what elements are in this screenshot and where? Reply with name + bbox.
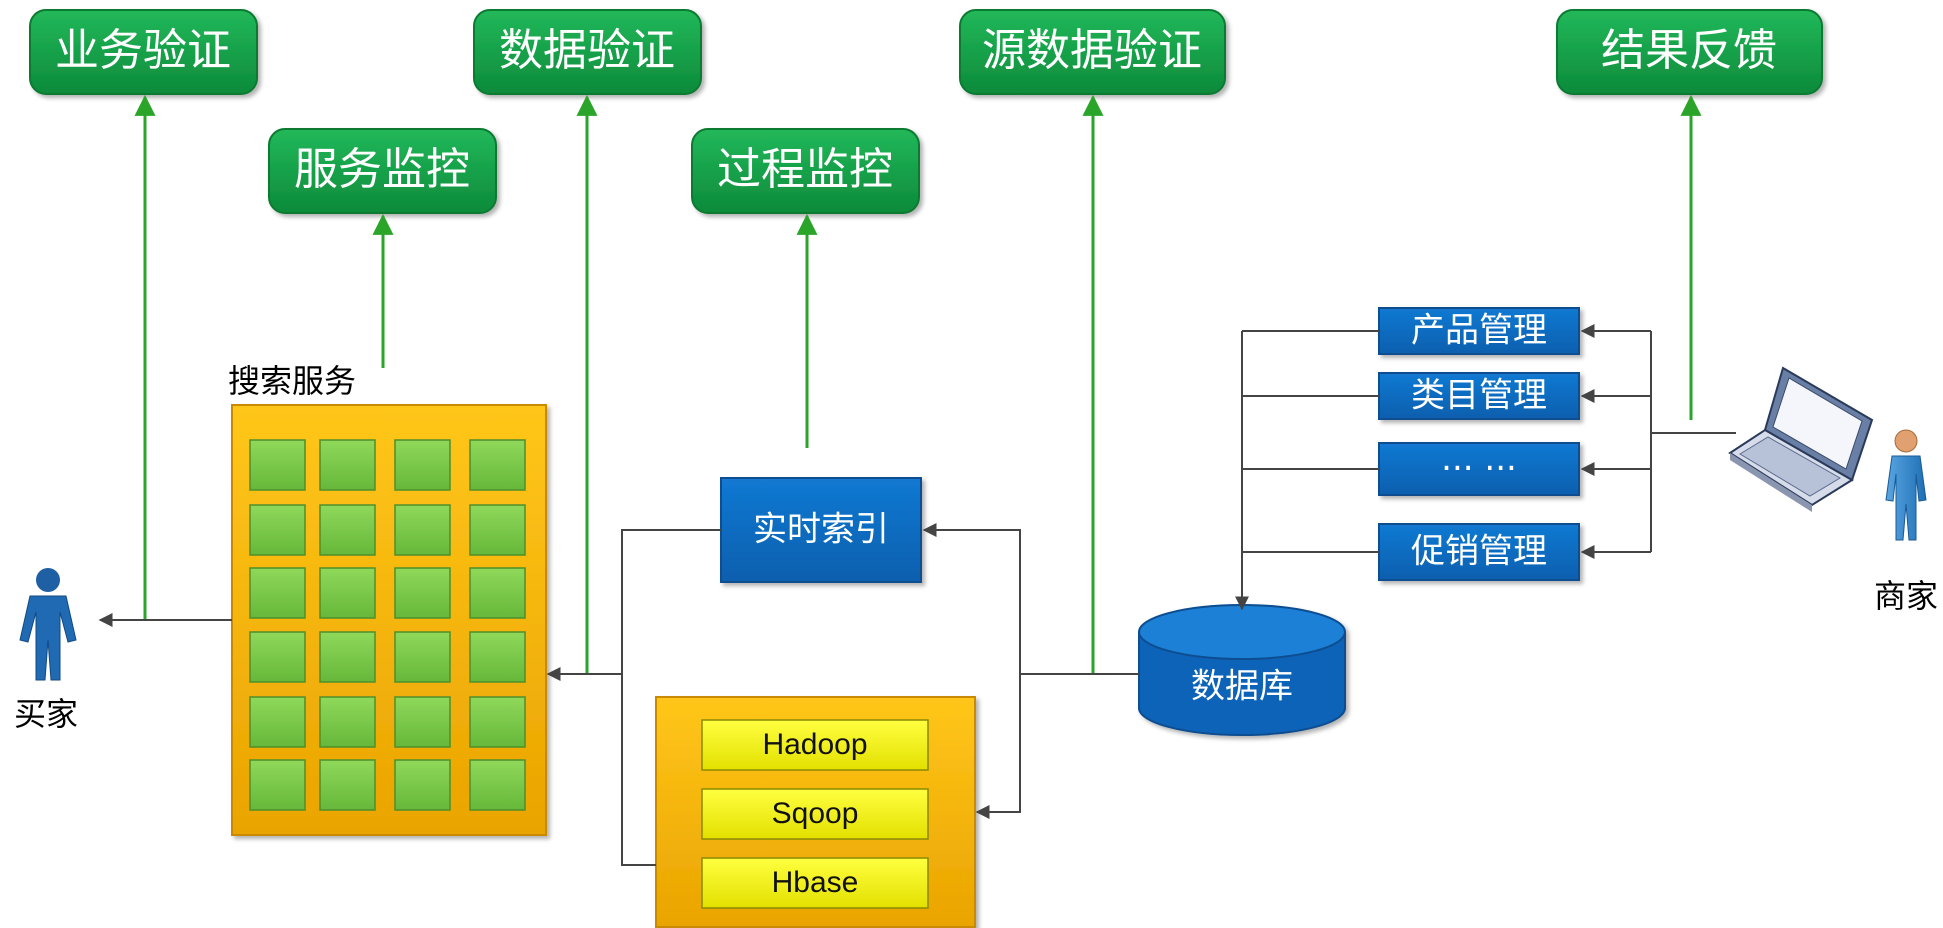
grid-cell: [319, 567, 376, 619]
mgmt-promotion-box: 促销管理: [1378, 523, 1580, 581]
search-service-label: 搜索服务: [228, 362, 356, 400]
grid-cell: [249, 631, 306, 683]
grid-cell: [394, 759, 451, 811]
grid-cell: [249, 439, 306, 491]
arrow-db-to-realtime-index: [922, 523, 1139, 675]
loop-bus: [621, 529, 721, 866]
data-validation-label: 数据验证: [499, 25, 675, 76]
database-cylinder: [1138, 604, 1346, 736]
grid-cell: [469, 504, 526, 556]
mgmt-promotion-label: 促销管理: [1411, 532, 1547, 572]
grid-cell: [469, 439, 526, 491]
laptop-icon: [1728, 366, 1874, 512]
realtime-index-label: 实时索引: [753, 510, 889, 550]
grid-cell: [249, 504, 306, 556]
stack-sqoop-label: Sqoop: [772, 797, 859, 830]
result-feedback-box: 结果反馈: [1556, 9, 1823, 95]
arrow-db-to-stack: [975, 674, 1021, 819]
stack-hadoop: Hadoop: [701, 719, 929, 771]
grid-cell: [249, 759, 306, 811]
grid-cell: [319, 759, 376, 811]
grid-cell: [319, 504, 376, 556]
grid-cell: [394, 631, 451, 683]
stack-sqoop: Sqoop: [701, 788, 929, 840]
stack-hadoop-label: Hadoop: [762, 728, 867, 761]
grid-cell: [394, 439, 451, 491]
grid-cell: [319, 631, 376, 683]
grid-cell: [249, 696, 306, 748]
mgmt-category-label: 类目管理: [1411, 376, 1547, 416]
stack-hbase: Hbase: [701, 857, 929, 909]
merchant-person-icon: [1885, 429, 1927, 541]
grid-cell: [469, 567, 526, 619]
business-validation-label: 业务验证: [55, 25, 231, 76]
grid-cell: [394, 567, 451, 619]
merchant-label: 商家: [1874, 577, 1938, 615]
dark-connectors: [98, 324, 1736, 866]
grid-cell: [469, 696, 526, 748]
grid-cell: [319, 696, 376, 748]
grid-cell: [249, 567, 306, 619]
grid-cell: [319, 439, 376, 491]
stack-hbase-label: Hbase: [772, 866, 859, 899]
green-arrows: [134, 94, 1702, 674]
result-feedback-label: 结果反馈: [1601, 25, 1777, 76]
realtime-index-box: 实时索引: [720, 477, 922, 583]
source-data-validation-box: 源数据验证: [959, 9, 1226, 95]
buyer-person-icon: [19, 568, 77, 681]
grid-cell: [469, 631, 526, 683]
source-data-validation-label: 源数据验证: [982, 25, 1202, 76]
buyer-label: 买家: [14, 695, 78, 733]
search-service-grid: [249, 439, 526, 811]
mgmt-product-label: 产品管理: [1411, 311, 1547, 351]
mgmt-ellipsis-label: ··· ···: [1441, 449, 1517, 489]
grid-cell: [394, 696, 451, 748]
service-monitor-box: 服务监控: [268, 128, 497, 214]
business-validation-box: 业务验证: [29, 9, 258, 95]
data-validation-box: 数据验证: [473, 9, 702, 95]
grid-cell: [469, 759, 526, 811]
mgmt-category-box: 类目管理: [1378, 372, 1580, 420]
process-monitor-box: 过程监控: [691, 128, 920, 214]
mgmt-product-box: 产品管理: [1378, 307, 1580, 355]
mgmt-ellipsis-box: ··· ···: [1378, 442, 1580, 496]
grid-cell: [394, 504, 451, 556]
database-label: 数据库: [1191, 667, 1293, 707]
service-monitor-label: 服务监控: [294, 144, 470, 195]
process-monitor-label: 过程监控: [717, 144, 893, 195]
